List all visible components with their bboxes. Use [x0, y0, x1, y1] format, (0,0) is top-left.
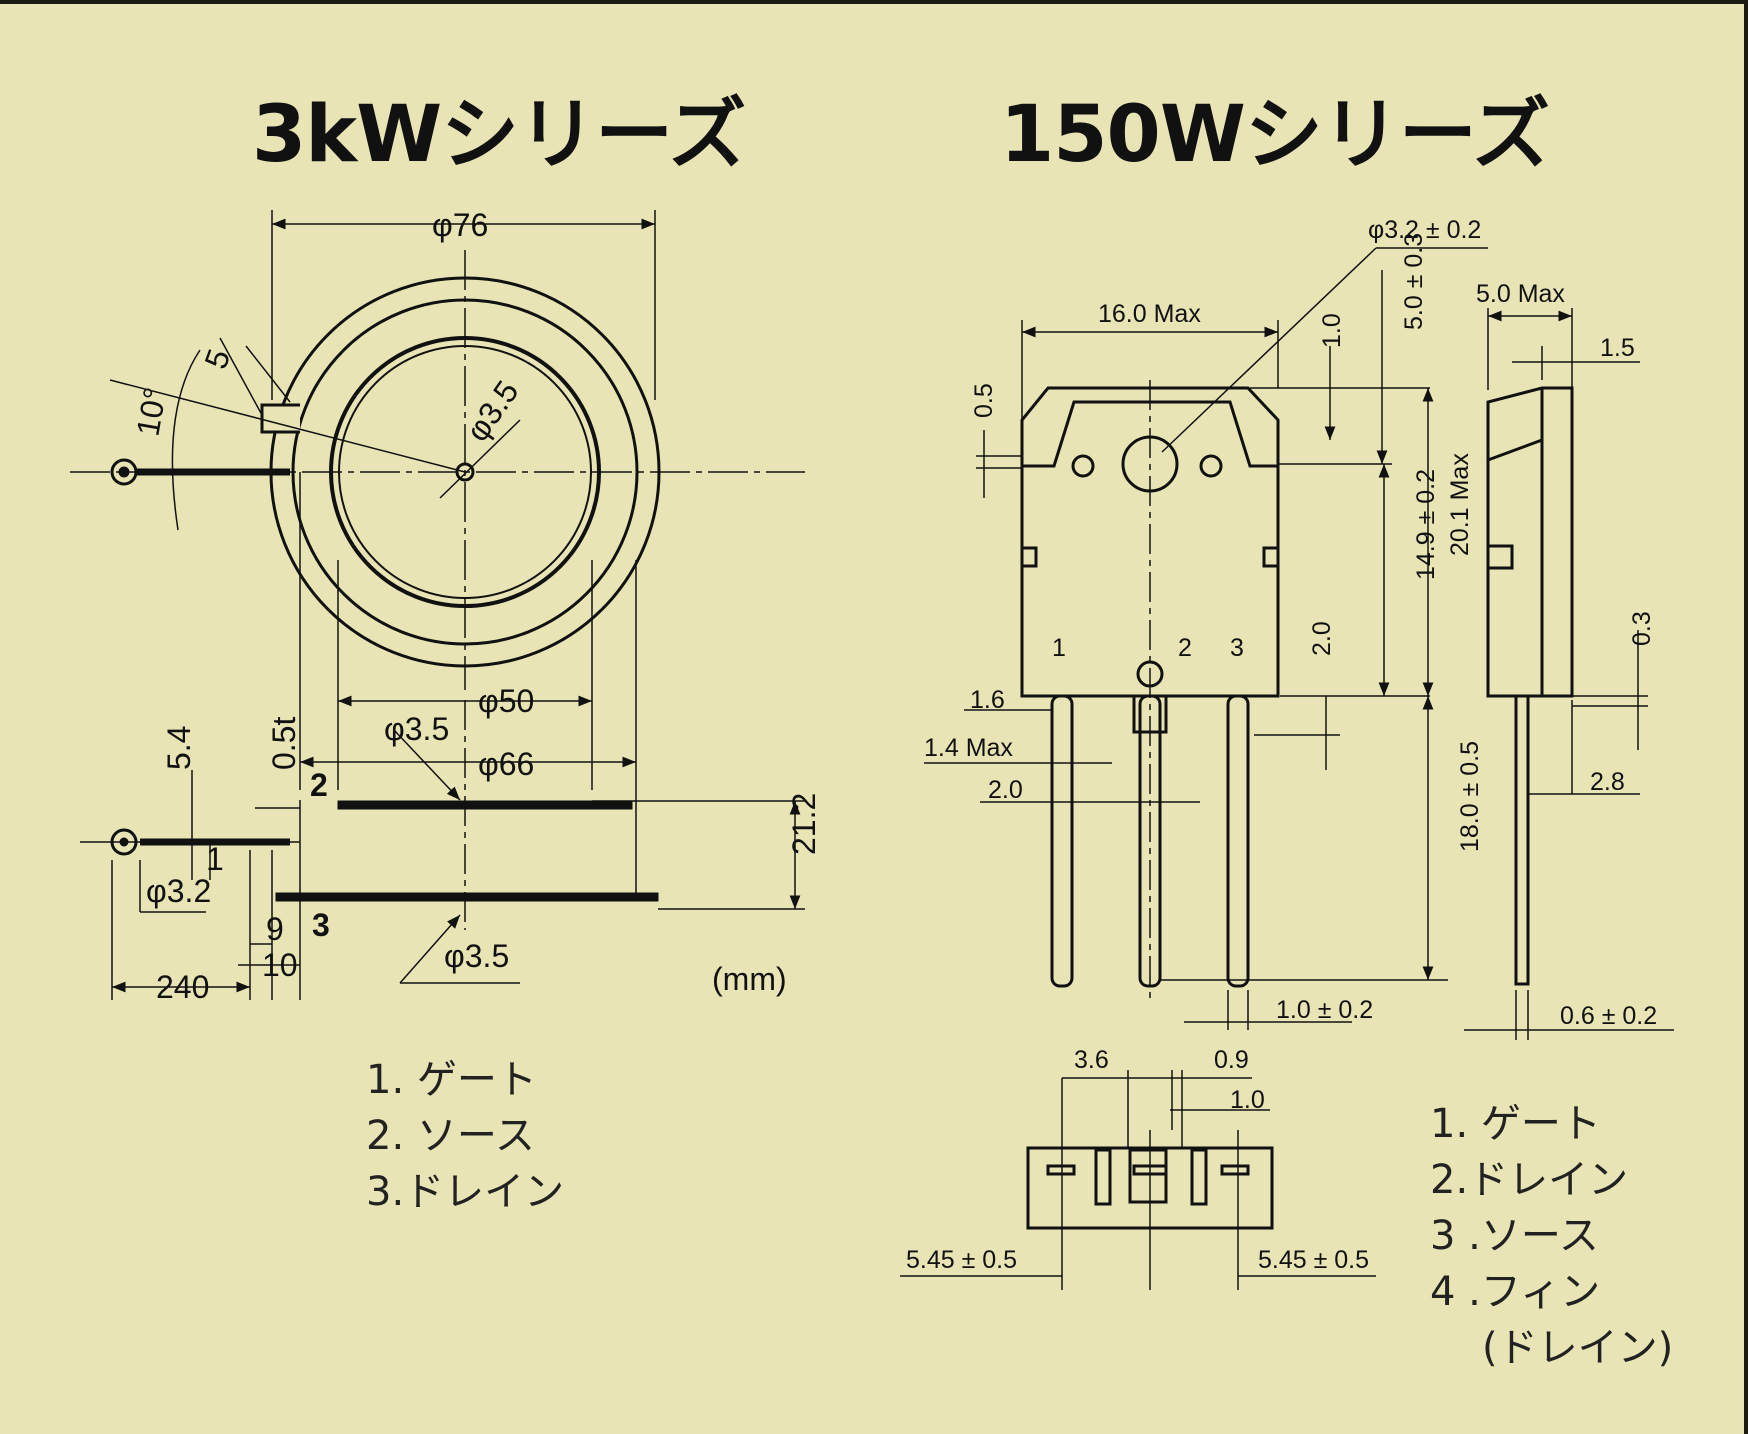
legend-item: 1. ゲート	[366, 1057, 537, 1103]
legend-item: 3 .ソース	[1430, 1213, 1599, 1259]
legend-item: 2.ドレイン	[1430, 1157, 1629, 1203]
dim-21-2: 21.2	[786, 793, 822, 855]
dim-0-9: 0.9	[1214, 1046, 1249, 1074]
pin-num-2: 2	[1178, 634, 1192, 662]
dim-lead-thickness: 0.6 ± 0.2	[1560, 1002, 1657, 1030]
dim-2-0: 2.0	[988, 776, 1023, 804]
dim-1-0: 1.0	[1318, 313, 1346, 348]
dim-05t: 0.5t	[266, 717, 302, 770]
legend-item: (ドレイン)	[1482, 1325, 1674, 1371]
package-side-view	[1486, 386, 1574, 986]
legend-item: 2. ソース	[366, 1113, 535, 1159]
pin-num-3: 3	[1230, 634, 1244, 662]
dim-10deg: 10°	[129, 385, 173, 439]
legend-item: 1. ゲート	[1430, 1101, 1601, 1147]
dim-pitch-left: 5.45 ± 0.5	[906, 1246, 1017, 1274]
dim-center-hole: φ3.5	[459, 374, 526, 448]
legend-150w: 1. ゲート 2.ドレイン 3 .ソース 4 .フィン (ドレイン)	[1430, 1096, 1673, 1376]
dim-9: 9	[266, 911, 284, 947]
pin-num-1: 1	[1052, 634, 1066, 662]
dim-5-0: 5.0 ± 0.3	[1400, 233, 1428, 330]
dim-0-5: 0.5	[970, 383, 998, 418]
legend-item: 4 .フィン	[1430, 1269, 1601, 1315]
dim-hole: φ3.2 ± 0.2	[1368, 216, 1481, 244]
dim-240: 240	[156, 969, 209, 1005]
title-150w-series: 150Wシリーズ	[1000, 90, 1550, 180]
dim-5-4: 5.4	[161, 726, 197, 770]
title-3kw-series: 3kWシリーズ	[252, 90, 746, 180]
dim-pitch-right: 5.45 ± 0.5	[1258, 1246, 1369, 1274]
dim-d35-b: φ3.5	[444, 938, 509, 974]
dim-thickness-5: 5.0 Max	[1476, 280, 1565, 308]
dim-14-9: 14.9 ± 0.2	[1412, 469, 1440, 580]
pin-label-3: 3	[312, 907, 330, 943]
pin-label-2: 2	[310, 767, 328, 803]
dim-width-16: 16.0 Max	[1098, 300, 1201, 328]
dim-10: 10	[262, 947, 298, 983]
dim-1-0-b: 1.0	[1230, 1086, 1265, 1114]
dim-1-5: 1.5	[1600, 334, 1635, 362]
dim-2-0-vertical: 2.0	[1308, 621, 1336, 656]
disc-side-view	[80, 700, 659, 930]
dim-d76: φ76	[432, 207, 488, 243]
dim-1: 1	[206, 841, 224, 877]
dim-0-3: 0.3	[1628, 611, 1656, 646]
dim-20-1: 20.1 Max	[1446, 453, 1474, 556]
dim-18-0: 18.0 ± 0.5	[1456, 741, 1484, 852]
legend-3kw: 1. ゲート 2. ソース 3.ドレイン	[366, 1052, 564, 1220]
package-front-view	[1020, 380, 1280, 1000]
dim-lead-width: 1.0 ± 0.2	[1276, 996, 1373, 1024]
dim-d50: φ50	[478, 683, 534, 719]
dim-5: 5	[197, 344, 237, 373]
dim-1-6: 1.6	[970, 686, 1005, 714]
dim-2-8: 2.8	[1590, 768, 1625, 796]
dim-d66: φ66	[478, 746, 534, 782]
unit-label: (mm)	[712, 961, 787, 997]
disc-top-view	[70, 250, 805, 690]
dim-3-6: 3.6	[1074, 1046, 1109, 1074]
legend-item: 3.ドレイン	[366, 1169, 565, 1215]
dim-d32: φ3.2	[146, 873, 211, 909]
dim-d35-a: φ3.5	[384, 711, 449, 747]
dim-1-4: 1.4 Max	[924, 734, 1013, 762]
